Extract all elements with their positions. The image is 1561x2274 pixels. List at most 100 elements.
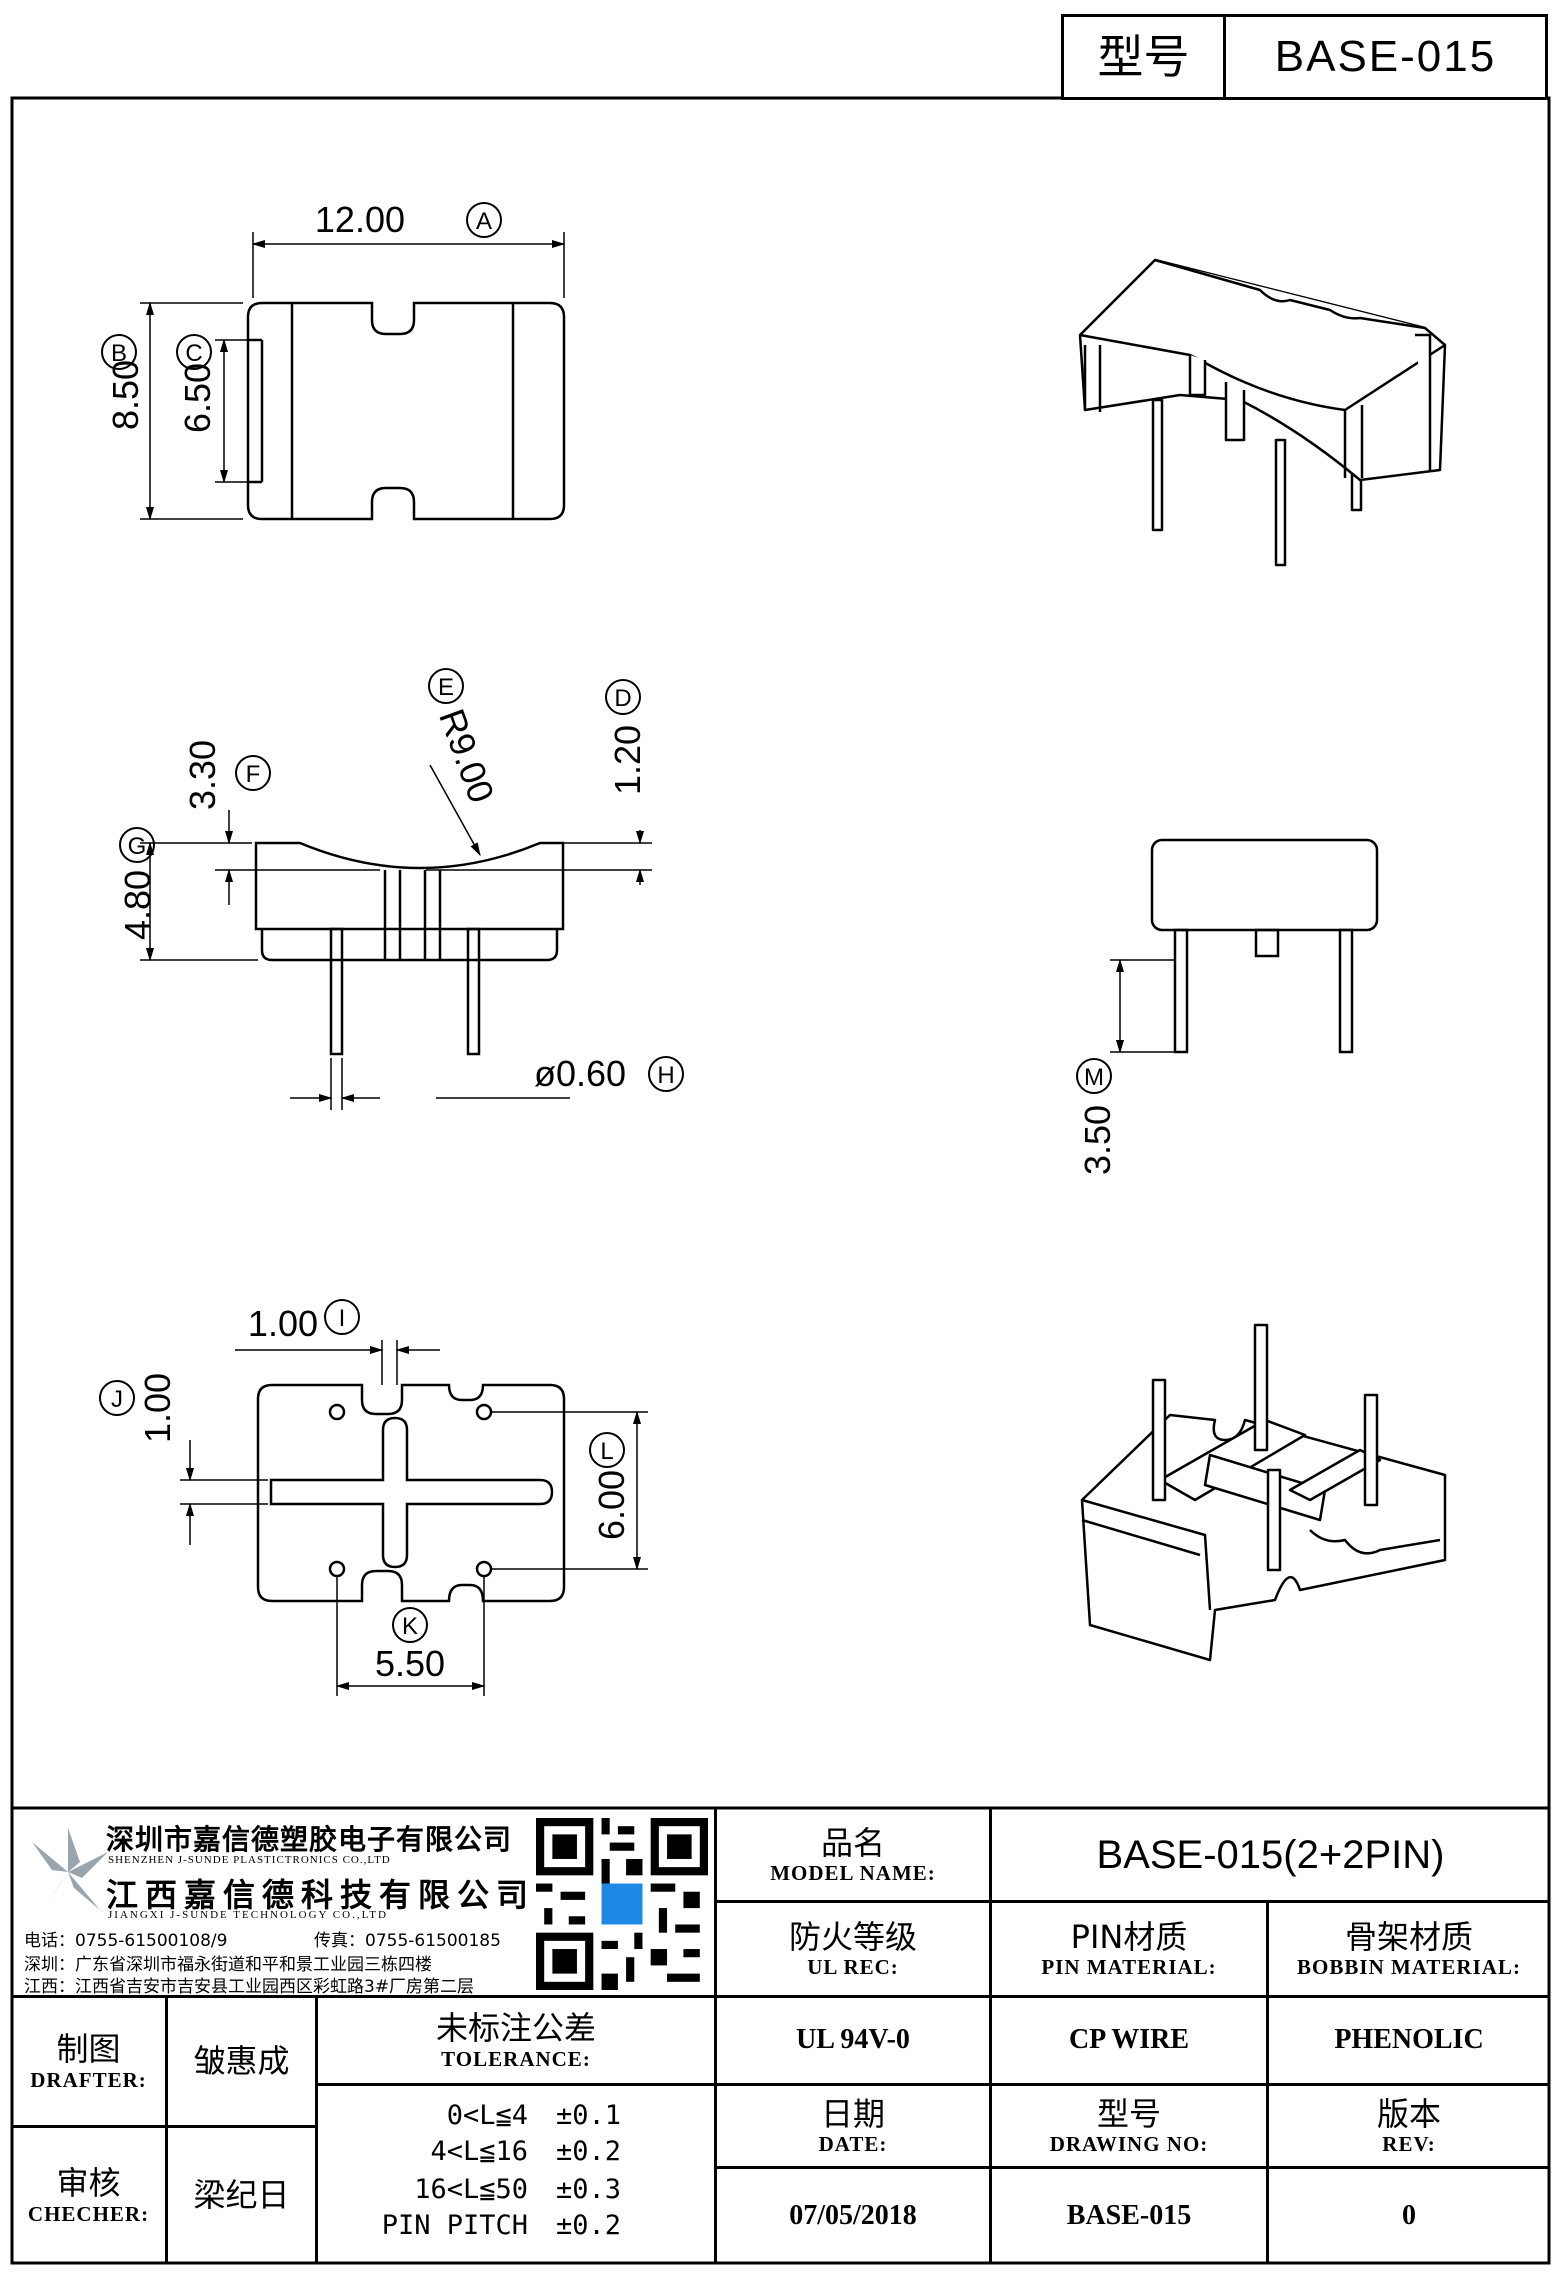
bobbin-label-cell: 骨架材质 BOBBIN MATERIAL: [1269, 1903, 1549, 1995]
tol-range: 4<L≦16 [430, 2136, 528, 2167]
dim-B-letter: B [111, 340, 127, 367]
pin-value: CP WIRE [1068, 2024, 1190, 2056]
dim-D-letter: D [614, 685, 631, 712]
dim-E-letter: E [438, 674, 454, 701]
bobbin-cn: 骨架材质 [1344, 1917, 1473, 1956]
top-view-dims [140, 232, 566, 521]
qr-code [536, 1818, 708, 1990]
rev-value: 0 [1402, 2199, 1416, 2231]
pin-value-cell: CP WIRE [992, 1998, 1266, 2083]
tolerance-en: TOLERANCE: [441, 2046, 591, 2071]
date-value-cell: 07/05/2018 [717, 2169, 989, 2263]
dim-F-value: 3.30 [182, 740, 223, 810]
date-en: DATE: [818, 2132, 888, 2157]
drafter-label-cell: 制图 DRAFTER: [12, 1998, 165, 2125]
tol-range: PIN PITCH [381, 2210, 528, 2241]
tol-range: 0<L≦4 [446, 2100, 528, 2131]
ul-en: UL REC: [807, 1955, 899, 1980]
company-address-sz: 深圳：广东省深圳市福永街道和平和景工业园三栋四楼 [24, 1955, 432, 1975]
bottom-view [256, 1383, 566, 1603]
checker-cn: 审核 [56, 2164, 121, 2203]
tolerance-label-cell: 未标注公差 TOLERANCE: [318, 1998, 714, 2083]
date-value: 07/05/2018 [789, 2199, 917, 2231]
page-border [10, 96, 1551, 2265]
bobbin-en: BOBBIN MATERIAL: [1297, 1955, 1521, 1980]
drafter-en: DRAFTER: [30, 2067, 147, 2092]
pin-label-cell: PIN材质 PIN MATERIAL: [992, 1903, 1266, 1995]
company-phone: 电话：0755-61500108/9 [24, 1931, 228, 1951]
iso-view-bottom [1080, 1323, 1447, 1662]
dim-M-value: 3.50 [1077, 1105, 1118, 1175]
pin-cn: PIN材质 [1070, 1917, 1188, 1956]
dim-I-letter: I [339, 1305, 346, 1332]
iso-view-top [1078, 258, 1447, 567]
company-logo [32, 1828, 108, 1912]
bobbin-value: PHENOLIC [1334, 2024, 1484, 2056]
rev-cn: 版本 [1376, 2094, 1441, 2133]
dim-H-letter: H [657, 1062, 674, 1089]
dim-C-value: 6.50 [177, 363, 218, 433]
rev-label-cell: 版本 REV: [1269, 2086, 1549, 2166]
top-view [246, 301, 566, 521]
company-address-jx: 江西：江西省吉安市吉安县工业园西区彩虹路3#厂房第二层 [24, 1977, 475, 1997]
checker-value-cell: 梁纪日 [168, 2128, 315, 2263]
drafter-value: 皱惠成 [193, 2042, 290, 2081]
tol-value: ±0.2 [556, 2136, 622, 2167]
model-name-en: MODEL NAME: [770, 1861, 936, 1886]
company-name-jx: 江西嘉信德科技有限公司 [106, 1876, 536, 1914]
dim-E-value: R9.00 [431, 704, 502, 808]
company-block: 深圳市嘉信德塑胶电子有限公司 SHENZHEN J-SUNDE PLASTICT… [14, 1810, 714, 1997]
dwg-value-cell: BASE-015 [992, 2169, 1266, 2263]
dim-G-value: 4.80 [117, 870, 158, 940]
dim-M-letter: M [1084, 1064, 1104, 1091]
bobbin-value-cell: PHENOLIC [1269, 1998, 1549, 2083]
tol-value: ±0.2 [556, 2210, 622, 2241]
model-name-cn: 品名 [820, 1823, 885, 1862]
dim-G-letter: G [128, 833, 147, 860]
tol-value: ±0.3 [556, 2174, 622, 2205]
dim-L-value: 6.00 [591, 1470, 632, 1540]
dim-L-letter: L [600, 1438, 613, 1465]
dim-A-letter: A [476, 208, 492, 235]
checker-value: 梁纪日 [193, 2176, 290, 2215]
dim-H-value: ø0.60 [534, 1053, 626, 1094]
rev-value-cell: 0 [1269, 2169, 1549, 2263]
dim-I-value: 1.00 [248, 1303, 318, 1344]
checker-en: CHECHER: [27, 2201, 150, 2226]
company-fax: 传真：0755-61500185 [314, 1931, 501, 1951]
dim-C-letter: C [185, 340, 202, 367]
drafter-value-cell: 皱惠成 [168, 1998, 315, 2125]
dim-J-letter: J [111, 1386, 123, 1413]
tol-range: 16<L≦50 [414, 2174, 528, 2205]
tol-value: ±0.1 [556, 2100, 622, 2131]
dwg-label-cell: 型号 DRAWING NO: [992, 2086, 1266, 2166]
date-cn: 日期 [820, 2094, 885, 2133]
ul-label-cell: 防火等级 UL REC: [717, 1903, 989, 1995]
dim-A-value: 12.00 [315, 199, 405, 240]
tolerance-table: 0<L≦4 ±0.1 4<L≦16 ±0.2 16<L≦50 ±0.3 PIN … [318, 2086, 714, 2263]
ul-value: UL 94V-0 [796, 2024, 910, 2056]
header-model-value: BASE-015 [1274, 31, 1497, 81]
dim-K-value: 5.50 [375, 1643, 445, 1684]
header-model-box: 型号 BASE-015 [1061, 14, 1548, 100]
side-view [1150, 838, 1379, 1054]
drafter-cn: 制图 [56, 2030, 121, 2069]
dim-J-value: 1.00 [137, 1373, 178, 1443]
dwg-value: BASE-015 [1066, 2199, 1192, 2231]
model-name-value-cell: BASE-015(2+2PIN) [992, 1810, 1549, 1900]
front-view [254, 841, 565, 1056]
dim-D-value: 1.20 [607, 725, 648, 795]
dwg-en: DRAWING NO: [1049, 2132, 1209, 2157]
checker-label-cell: 审核 CHECHER: [12, 2128, 165, 2263]
model-name-value: BASE-015(2+2PIN) [1096, 1833, 1445, 1877]
dwg-cn: 型号 [1096, 2094, 1161, 2133]
side-view-dims [1110, 958, 1175, 1054]
ul-cn: 防火等级 [788, 1917, 917, 1956]
ul-value-cell: UL 94V-0 [717, 1998, 989, 2083]
rev-en: REV: [1382, 2132, 1436, 2157]
company-name-sz: 深圳市嘉信德塑胶电子有限公司 [106, 1823, 513, 1856]
pin-en: PIN MATERIAL: [1041, 1955, 1217, 1980]
bottom-view-dims [180, 1340, 648, 1696]
dim-K-letter: K [402, 1613, 418, 1640]
